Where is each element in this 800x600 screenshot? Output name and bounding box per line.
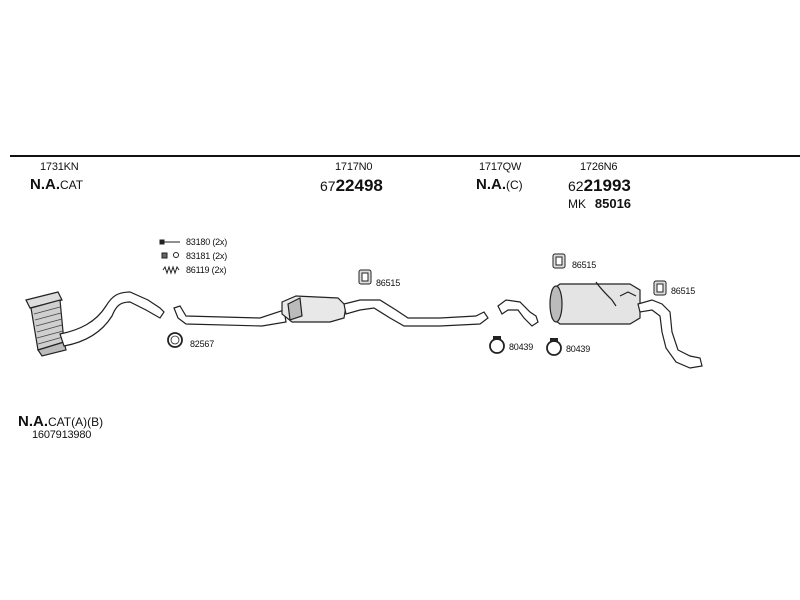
middle-ref: 1717QW <box>479 161 522 173</box>
bolt-icon <box>159 239 180 245</box>
rear-silencer-number-main: 21993 <box>583 176 631 195</box>
part-label-clamp-b: 80439 <box>566 344 591 354</box>
spring-icon <box>162 265 180 275</box>
part-label-clamp-front: 82567 <box>190 339 215 349</box>
part-label-hanger-rear-right: 86515 <box>671 286 696 296</box>
front-pipe-ref: 1717N0 <box>335 161 373 173</box>
middle-pipe-drawing <box>173 295 489 327</box>
fastener-icons <box>159 239 180 275</box>
clamp-icon-b <box>546 338 562 356</box>
mk-label: MK <box>568 197 586 211</box>
catalyst-na: N.A. <box>30 176 60 193</box>
rubber-hanger-icon-mid <box>358 269 372 285</box>
catalyst-na-suffix: CAT <box>60 178 84 192</box>
rubber-hanger-icon-rear-top <box>552 253 566 269</box>
clamp-icon-a <box>489 336 505 354</box>
middle-na-suffix: (C) <box>506 178 523 192</box>
rear-silencer-number-prefix: 62 <box>568 178 584 194</box>
clamp-icons <box>167 332 562 356</box>
mk-number: 85016 <box>594 196 632 211</box>
part-label-bolt: 83180 (2x) <box>186 237 228 247</box>
front-pipe-number-main: 22498 <box>335 176 383 195</box>
part-label-clamp-a: 80439 <box>509 342 534 352</box>
catalytic-converter-drawing <box>25 291 165 357</box>
catalyst-na-label: N.A.CAT <box>30 177 83 193</box>
hanger-icons <box>358 253 667 296</box>
rear-silencer-drawing <box>549 281 703 369</box>
footer-na-label: N.A.CAT(A)(B) <box>18 414 103 430</box>
part-label-hanger-mid: 86515 <box>376 278 401 288</box>
footer-part-number: 1607913980 <box>32 429 92 441</box>
nut-icon <box>161 252 179 259</box>
footer-na-suffix: CAT(A)(B) <box>48 415 104 429</box>
intermediate-pipe-drawing <box>497 299 539 327</box>
clamp-icon-front <box>167 332 183 348</box>
rear-silencer-ref: 1726N6 <box>580 161 618 173</box>
middle-na: N.A. <box>476 176 506 193</box>
rear-silencer-number: 6221993 <box>568 177 631 195</box>
front-pipe-number-prefix: 67 <box>320 178 336 194</box>
part-label-nut: 83181 (2x) <box>186 251 228 261</box>
middle-na-label: N.A.(C) <box>476 177 523 193</box>
footer-na: N.A. <box>18 413 48 430</box>
rear-silencer-mk: MK 85016 <box>568 196 631 212</box>
rubber-hanger-icon-rear-right <box>653 280 667 296</box>
front-pipe-number: 6722498 <box>320 177 383 195</box>
part-label-spring: 86119 (2x) <box>186 265 227 275</box>
catalyst-ref: 1731KN <box>40 161 79 173</box>
part-label-hanger-rear-top: 86515 <box>572 260 597 270</box>
